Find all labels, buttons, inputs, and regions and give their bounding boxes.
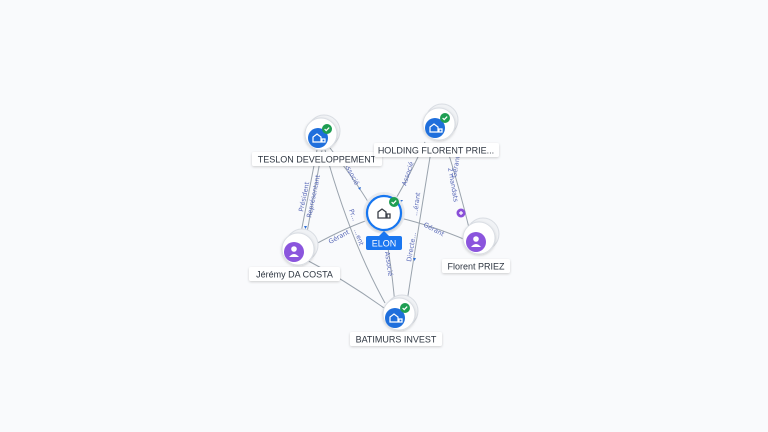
node-label-holding: HOLDING FLORENT PRIE... — [378, 146, 494, 156]
building-icon — [377, 208, 391, 219]
node-holding[interactable]: HOLDING FLORENT PRIE... — [374, 103, 499, 157]
edge-holding-batimurs — [406, 144, 433, 303]
edge-label-holding-elon: Associé — [400, 161, 415, 187]
person-icon — [466, 232, 486, 252]
node-batimurs[interactable]: BATIMURS INVEST — [350, 294, 442, 346]
arrow-4 — [304, 226, 307, 229]
edge-teslon-batimurs — [324, 149, 386, 304]
node-florent[interactable]: Florent PRIEZ — [442, 208, 510, 274]
node-label-florent: Florent PRIEZ — [447, 262, 505, 272]
edge-label-florent-elon: Gérant — [422, 221, 446, 239]
edge-label-holding-florent-1: Gérant — [450, 154, 462, 178]
edge-label-jeremy-batimurs-1: Pr... — [347, 208, 359, 222]
node-jeremy[interactable]: Jérémy DA COSTA — [249, 228, 340, 281]
edge-label-florent-batimurs-2: ...érant — [411, 191, 422, 216]
center-label: ELON — [372, 239, 397, 249]
person-icon — [284, 242, 304, 262]
node-label-jeremy: Jérémy DA COSTA — [256, 270, 333, 280]
building-icon — [425, 118, 445, 138]
arrow-3 — [413, 258, 416, 261]
edge-label-florent-batimurs-1: Directe... — [405, 232, 418, 263]
edge-label-jeremy-elon: Gérant — [327, 228, 351, 246]
building-icon — [308, 128, 328, 148]
node-label-teslon: TESLON DEVELOPPEMENT — [258, 155, 377, 165]
node-elon[interactable]: ELON — [363, 192, 405, 250]
edge-label-elon-batimurs: Associé — [383, 251, 394, 276]
node-teslon[interactable]: TESLON DEVELOPPEMENT — [252, 114, 382, 166]
edge-jeremy-batimurs — [302, 257, 385, 309]
edge-florent-elon — [399, 217, 467, 241]
arrow-1 — [358, 187, 361, 190]
node-label-batimurs: BATIMURS INVEST — [356, 335, 437, 345]
building-icon — [385, 308, 405, 328]
